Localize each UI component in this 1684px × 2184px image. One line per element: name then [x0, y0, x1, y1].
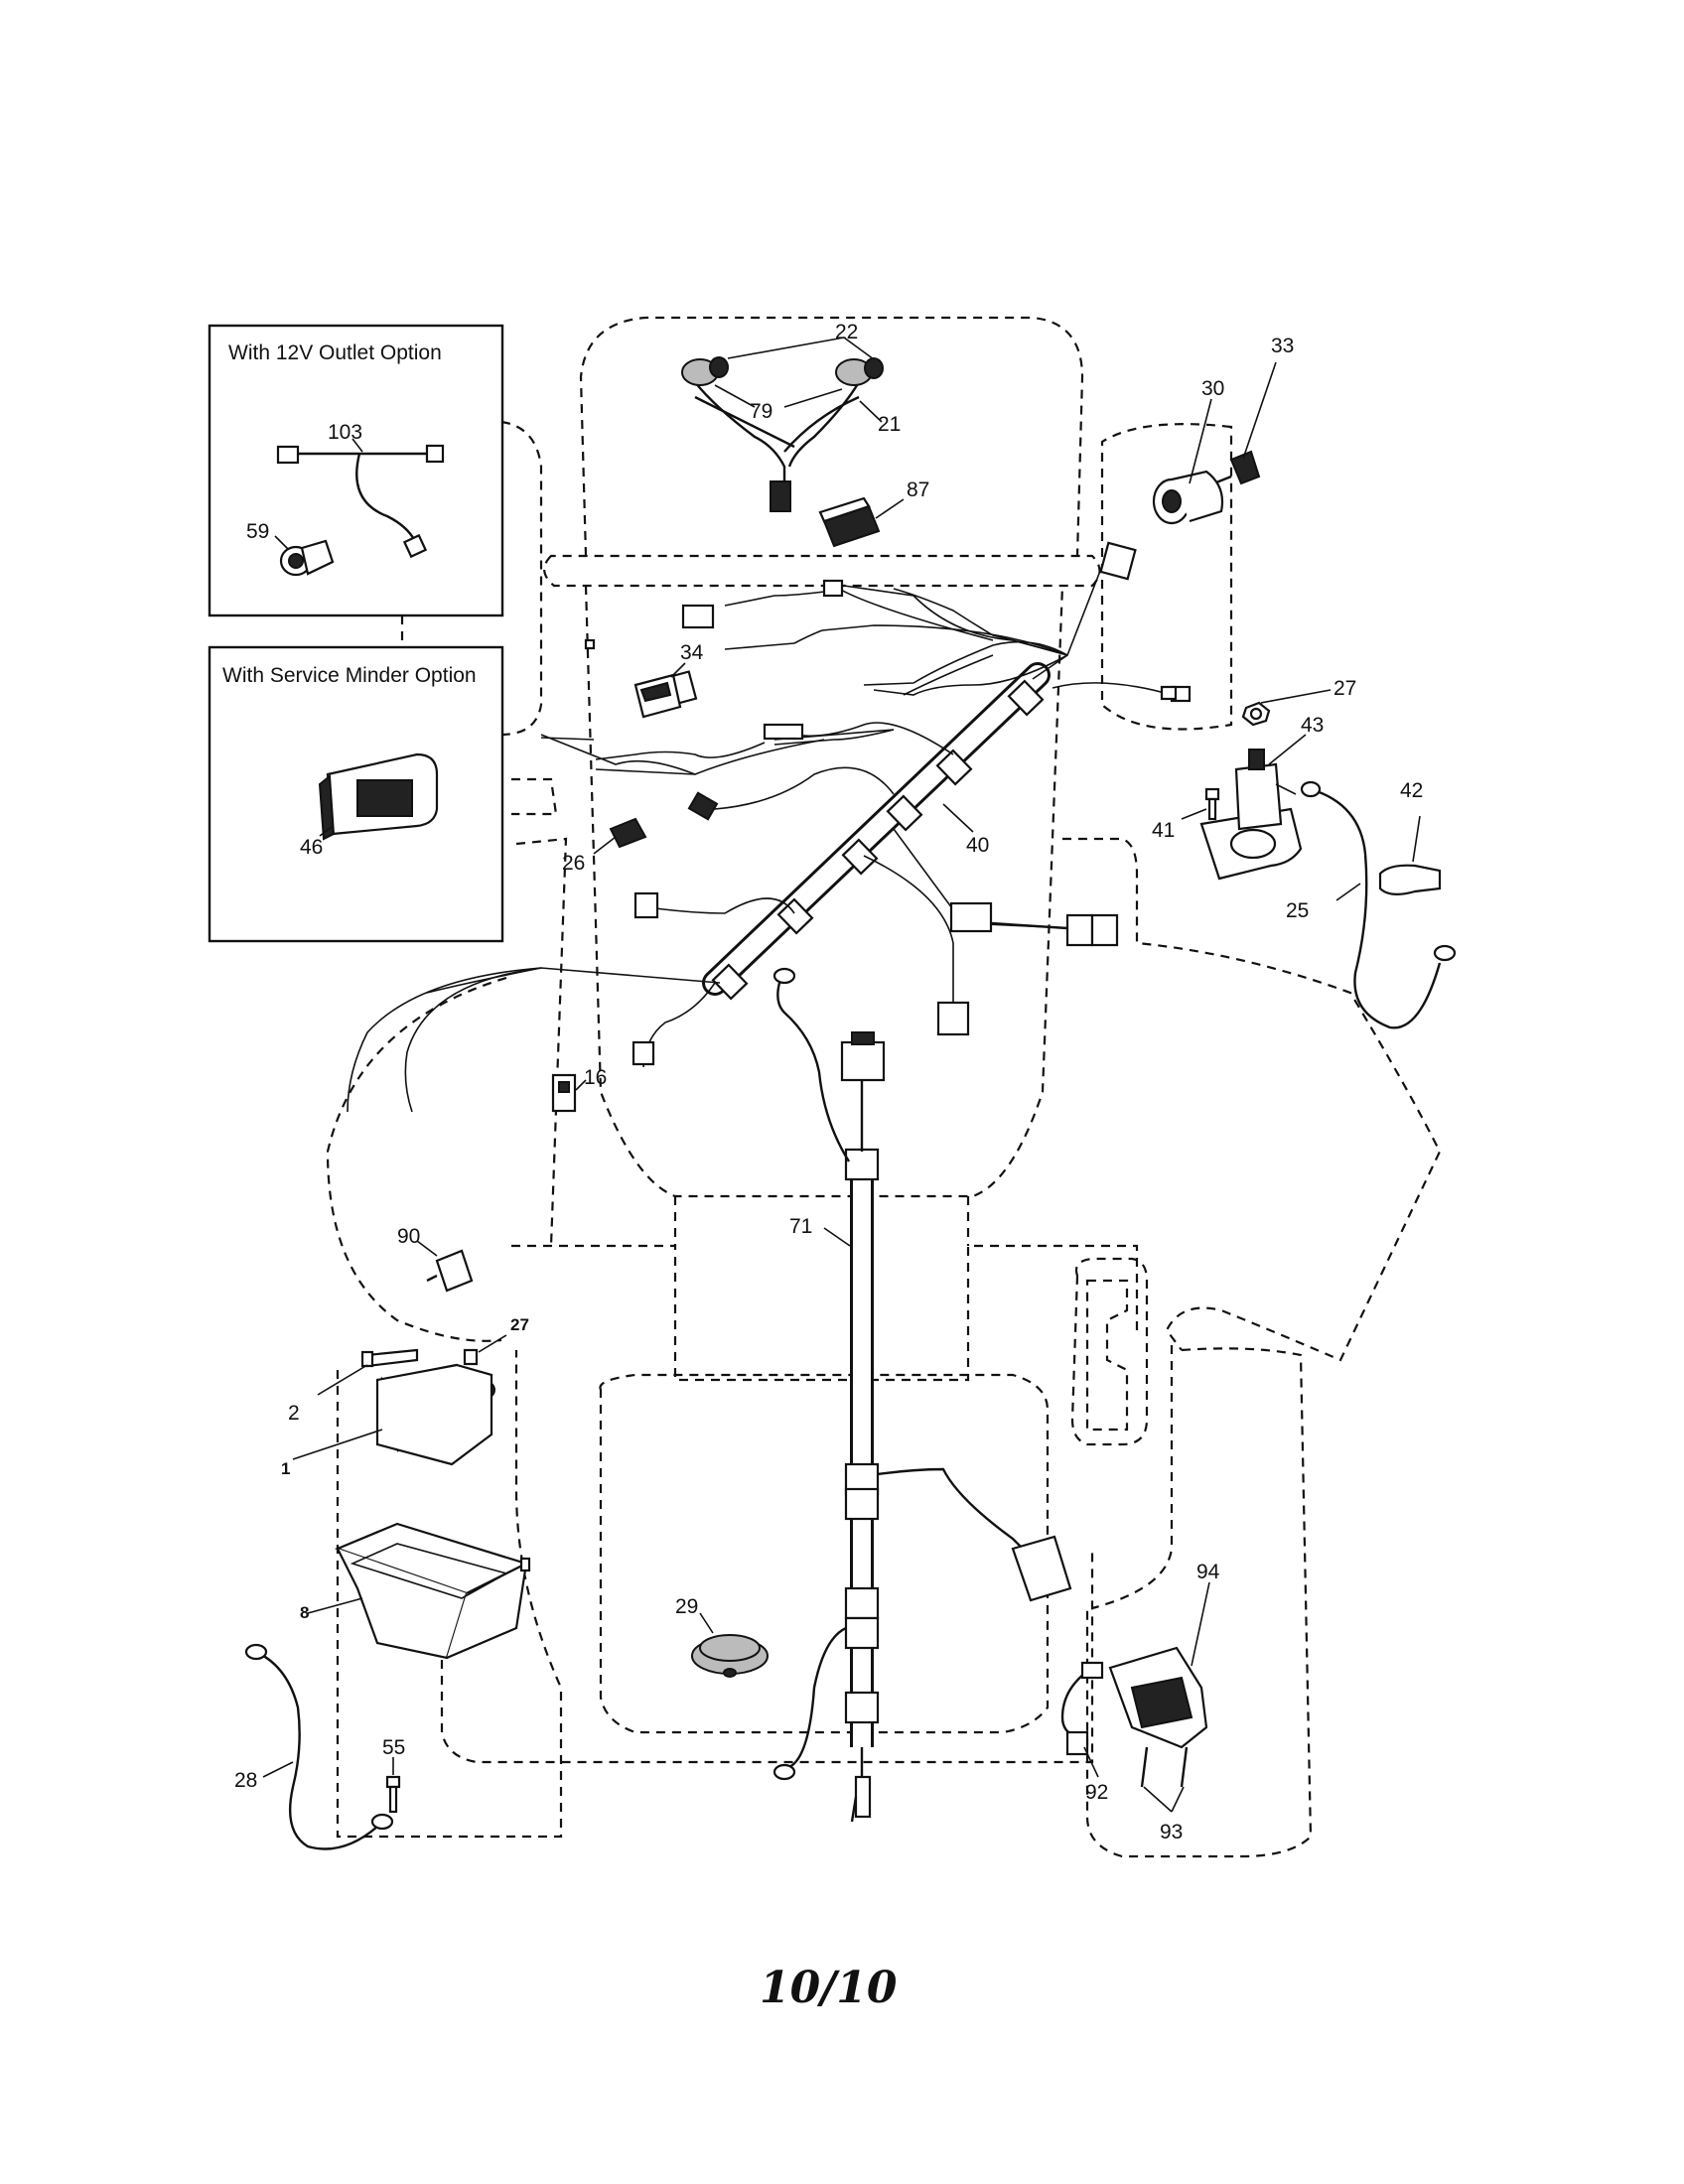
- callout-22: 22: [835, 321, 858, 343]
- ignition-switch-30: [1152, 470, 1224, 525]
- callout-43: 43: [1301, 714, 1324, 737]
- bolt-55: [385, 1775, 401, 1814]
- tractor-outline: [326, 316, 1442, 1858]
- callout-8: 8: [300, 1603, 309, 1622]
- callout-27-solenoid: 27: [1333, 677, 1356, 700]
- callout-93: 93: [1160, 1821, 1183, 1843]
- cable-25: [1300, 780, 1457, 1029]
- page-number: 10/10: [760, 1963, 898, 2013]
- callout-90: 90: [397, 1225, 420, 1248]
- grommet-29: [691, 1634, 769, 1678]
- switch-34: [633, 673, 682, 719]
- callout-21: 21: [878, 413, 901, 436]
- nut-27: [1241, 701, 1271, 727]
- callout-26: 26: [562, 852, 585, 875]
- outlet-harness-103: [276, 444, 445, 559]
- inset-12v-outlet: With 12V Outlet Option 103 59: [208, 324, 504, 617]
- callout-40: 40: [966, 834, 989, 857]
- wire-92: [1060, 1661, 1104, 1756]
- callout-25: 25: [1286, 899, 1309, 922]
- fuse-26: [609, 817, 647, 849]
- solenoid-43: [1199, 749, 1303, 881]
- cable-28: [244, 1643, 394, 1850]
- service-minder-46: [318, 752, 439, 841]
- bolt-41: [1204, 787, 1220, 821]
- inset-service-minder-title: With Service Minder Option: [222, 664, 477, 687]
- callout-27-battery: 27: [510, 1315, 529, 1334]
- callout-103: 103: [328, 421, 362, 444]
- callout-16: 16: [584, 1066, 607, 1089]
- outlet-socket-59: [279, 539, 335, 577]
- callout-87: 87: [907, 478, 929, 501]
- inset-12v-outlet-title: With 12V Outlet Option: [228, 341, 442, 364]
- relay-87: [818, 496, 881, 548]
- callout-46: 46: [300, 836, 323, 859]
- callout-55: 55: [382, 1736, 405, 1759]
- callout-92: 92: [1085, 1781, 1108, 1804]
- switch-16: [551, 1073, 577, 1113]
- callout-94: 94: [1196, 1561, 1220, 1583]
- battery-1: [375, 1363, 495, 1466]
- module-90: [426, 1249, 474, 1293]
- callout-59: 59: [246, 520, 269, 543]
- callout-1: 1: [281, 1459, 290, 1478]
- callout-2: 2: [288, 1402, 300, 1425]
- callout-30: 30: [1201, 377, 1224, 400]
- callout-29: 29: [675, 1595, 698, 1618]
- callout-33: 33: [1271, 335, 1294, 357]
- callout-79: 79: [750, 400, 772, 423]
- nut-27-battery: [463, 1348, 479, 1366]
- callout-34: 34: [680, 641, 704, 664]
- callout-41: 41: [1152, 819, 1175, 842]
- ignition-key-33: [1215, 450, 1261, 485]
- bolt-2: [360, 1348, 419, 1368]
- headlight-harness: [681, 356, 884, 512]
- callout-28: 28: [234, 1769, 257, 1792]
- boot-42: [1378, 864, 1442, 895]
- callout-71: 71: [789, 1215, 812, 1238]
- main-harness-40: [347, 541, 1192, 1113]
- screws-93: [1140, 1746, 1189, 1788]
- harness-71: [772, 967, 1072, 1823]
- battery-tray-8: [334, 1522, 531, 1660]
- inset-service-minder: With Service Minder Option 46: [208, 615, 504, 943]
- callout-42: 42: [1400, 779, 1423, 802]
- module-94: [1108, 1646, 1208, 1749]
